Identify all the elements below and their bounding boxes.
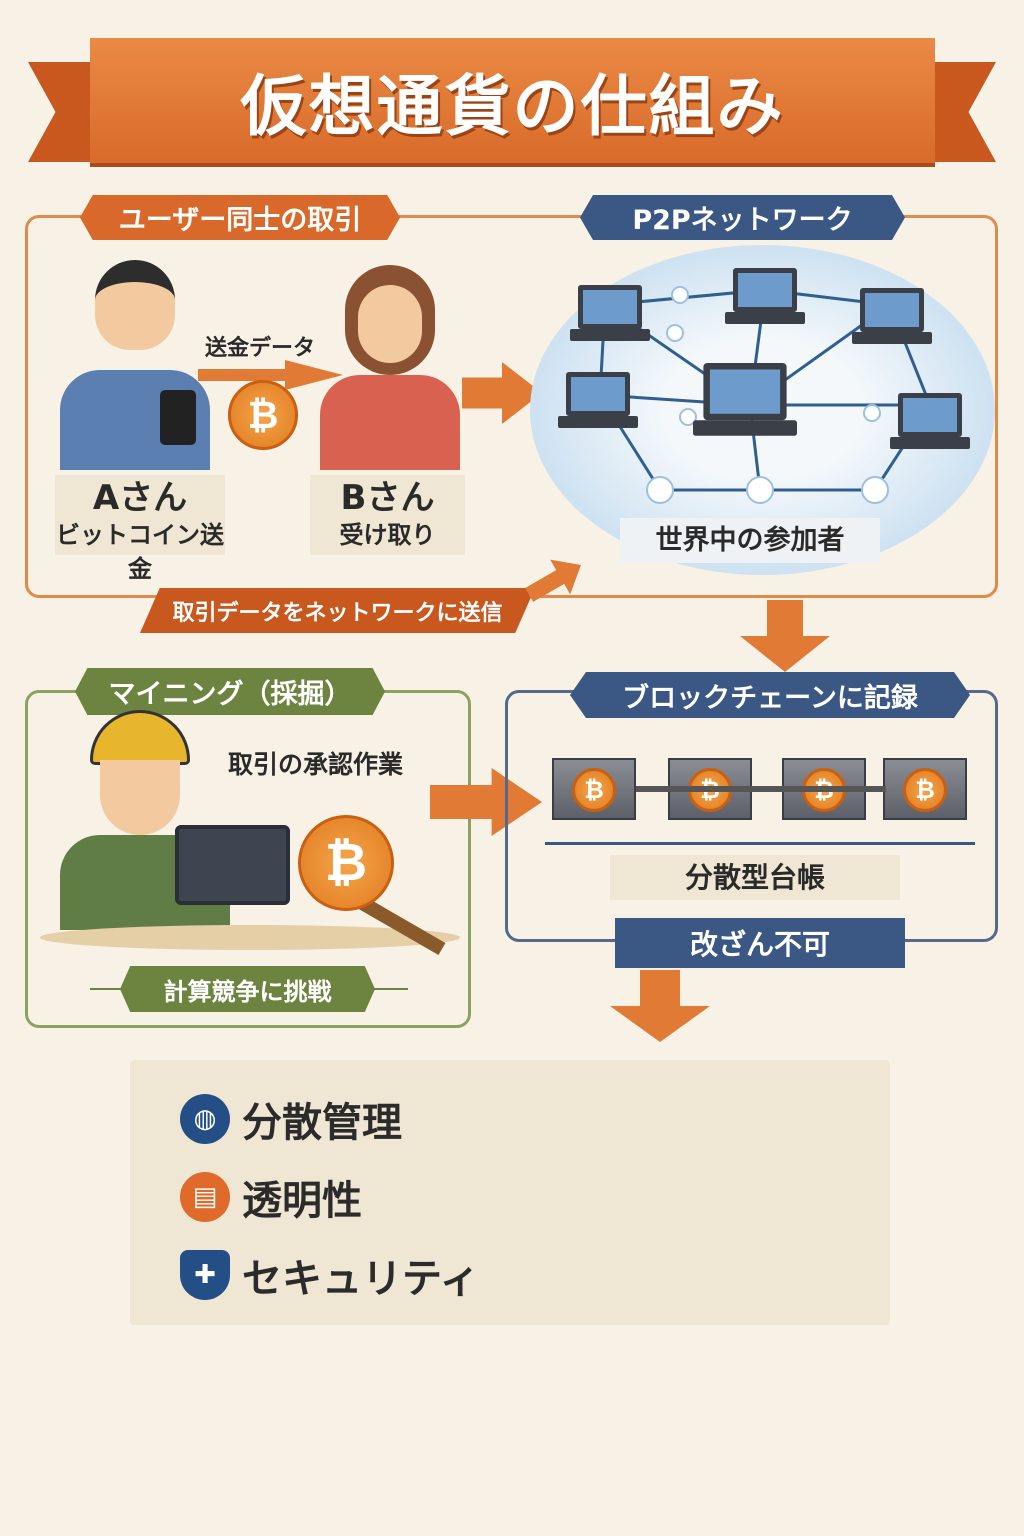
user-a-label: Aさんビットコイン送金 (55, 475, 225, 583)
laptop-icon (558, 372, 638, 432)
laptop-icon (852, 288, 932, 348)
user-b-action: 受け取り (339, 521, 436, 549)
summary-item-transparency: ▤ 透明性 (180, 1168, 362, 1226)
summary-panel (130, 1060, 890, 1325)
laptop-icon (890, 393, 970, 453)
send-data-label: 送金データ (205, 336, 316, 361)
summary-item-decentralized: ◍ 分散管理 (180, 1090, 402, 1148)
block: ₿ (552, 758, 636, 820)
laptop-icon (570, 285, 650, 345)
document-icon: ▤ (180, 1172, 230, 1222)
user-a-name: Aさん (92, 478, 188, 518)
mining-tag: マイニング（採掘） (75, 668, 385, 715)
mining-bitcoin: ₿ (298, 815, 394, 911)
summary-label: 透明性 (242, 1178, 362, 1224)
blockchain-tag: ブロックチェーンに記録 (570, 672, 970, 718)
ledger-label: 分散型台帳 (610, 855, 900, 900)
laptop-icon (693, 363, 797, 441)
speech-text: 取引の承認作業 (228, 750, 404, 779)
chain-base-line (545, 842, 975, 845)
bitcoin-coin: ₿ (228, 380, 298, 450)
summary-label: セキュリティ (242, 1256, 480, 1302)
user-a-action: ビットコイン送金 (56, 521, 224, 583)
summary-label: 分散管理 (242, 1100, 402, 1146)
block-bitcoin: ₿ (572, 768, 616, 812)
shield-icon: ✚ (180, 1250, 230, 1300)
user-b-illustration (320, 265, 460, 470)
laptop-icon (725, 268, 805, 328)
miner-computer (175, 825, 290, 905)
participants-label: 世界中の参加者 (620, 518, 880, 563)
block: ₿ (883, 758, 967, 820)
user-b-label: Bさん受け取り (310, 475, 465, 555)
user-transaction-tag: ユーザー同士の取引 (80, 195, 400, 240)
broadcast-ribbon: 取引データをネットワークに送信 (140, 588, 535, 633)
user-b-name: Bさん (340, 478, 435, 518)
p2p-network-tag: P2Pネットワーク (580, 195, 905, 240)
computation-tag: 計算競争に挑戦 (120, 966, 375, 1012)
chain-link (636, 786, 886, 792)
summary-item-security: ✚ セキュリティ (180, 1246, 480, 1304)
to-summary-arrow (610, 970, 710, 1042)
immutable-banner: 改ざん不可 (615, 918, 905, 968)
block-bitcoin: ₿ (903, 768, 947, 812)
globe-icon: ◍ (180, 1094, 230, 1144)
to-blockchain-arrow (740, 600, 830, 672)
page-title: 仮想通貨の仕組み (90, 38, 935, 163)
ground (40, 925, 460, 950)
user-a-illustration (60, 260, 210, 470)
